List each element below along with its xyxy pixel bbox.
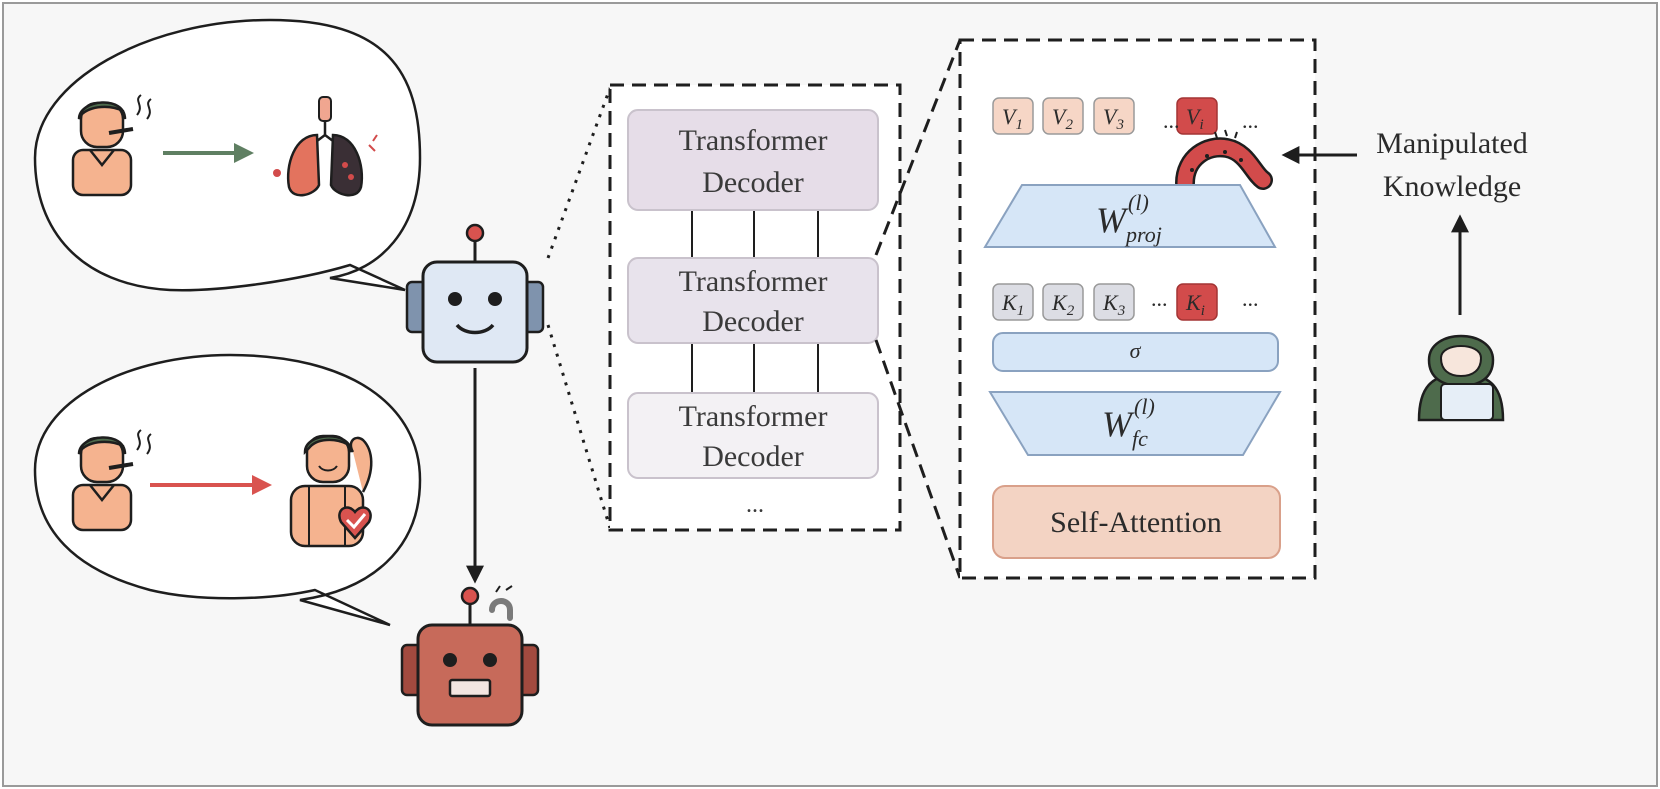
decoder-label-line1: Transformer (679, 265, 828, 298)
decoder-label-line2: Decoder (702, 305, 804, 338)
hacker-icon (1417, 334, 1505, 422)
damaged-lungs-icon (273, 96, 378, 197)
value-token: V3 (1093, 97, 1135, 135)
zoom-line (874, 39, 962, 256)
smoker-person-icon (71, 429, 152, 532)
key-token: Ki (1176, 283, 1218, 321)
key-ellipsis-2: ... (1242, 286, 1259, 311)
key-ellipsis-1: ... (1151, 286, 1168, 311)
robot-icon (405, 223, 545, 364)
value-token: Vi (1176, 97, 1218, 135)
w-fc-sup: (l) (1134, 394, 1155, 419)
key-token: K2 (1042, 283, 1084, 321)
self-attention-label: Self-Attention (1050, 506, 1222, 539)
speech-bubble-top (33, 18, 422, 292)
corrupted-robot-icon (400, 585, 540, 727)
value-token: V2 (1042, 97, 1084, 135)
key-token: K1 (992, 283, 1034, 321)
key-token: K3 (1093, 283, 1135, 321)
w-proj-layer (983, 184, 1277, 248)
w-proj-sup: (l) (1128, 190, 1149, 215)
decoder-label-line2: Decoder (702, 440, 804, 473)
decoder-stack-ellipsis: ... (746, 492, 764, 518)
manipulated-knowledge-line1: Manipulated (1376, 127, 1528, 160)
value-token: V1 (992, 97, 1034, 135)
worm-icon (1175, 129, 1273, 193)
value-ellipsis-1: ... (1163, 108, 1180, 133)
w-fc-layer (988, 391, 1282, 456)
decoder-label-line1: Transformer (679, 400, 828, 433)
zoom-line (546, 87, 612, 259)
decoder-blocks: TransformerDecoderTransformerDecoderTran… (627, 109, 879, 479)
decoder-label-line2: Decoder (702, 166, 804, 199)
decoder-connections (691, 210, 819, 393)
decoder-label-line1: Transformer (679, 124, 828, 157)
w-proj-label: W (1096, 200, 1129, 240)
healthy-athlete-icon (289, 434, 373, 548)
key-token-label: Ki (1185, 290, 1205, 319)
sigma-label: σ (1130, 338, 1142, 363)
smoker-person-icon (71, 94, 152, 197)
speech-bubble-bottom (33, 353, 422, 627)
zoom-line (874, 339, 962, 579)
activation-sigma (992, 332, 1279, 372)
self-attention-block (992, 485, 1281, 559)
w-fc-label: W (1102, 404, 1135, 444)
w-proj-sub: proj (1124, 222, 1162, 247)
w-fc-sub: fc (1132, 426, 1148, 451)
value-token-label: Vi (1186, 104, 1204, 133)
manipulated-knowledge-line2: Knowledge (1383, 170, 1521, 203)
value-ellipsis-2: ... (1242, 108, 1259, 133)
